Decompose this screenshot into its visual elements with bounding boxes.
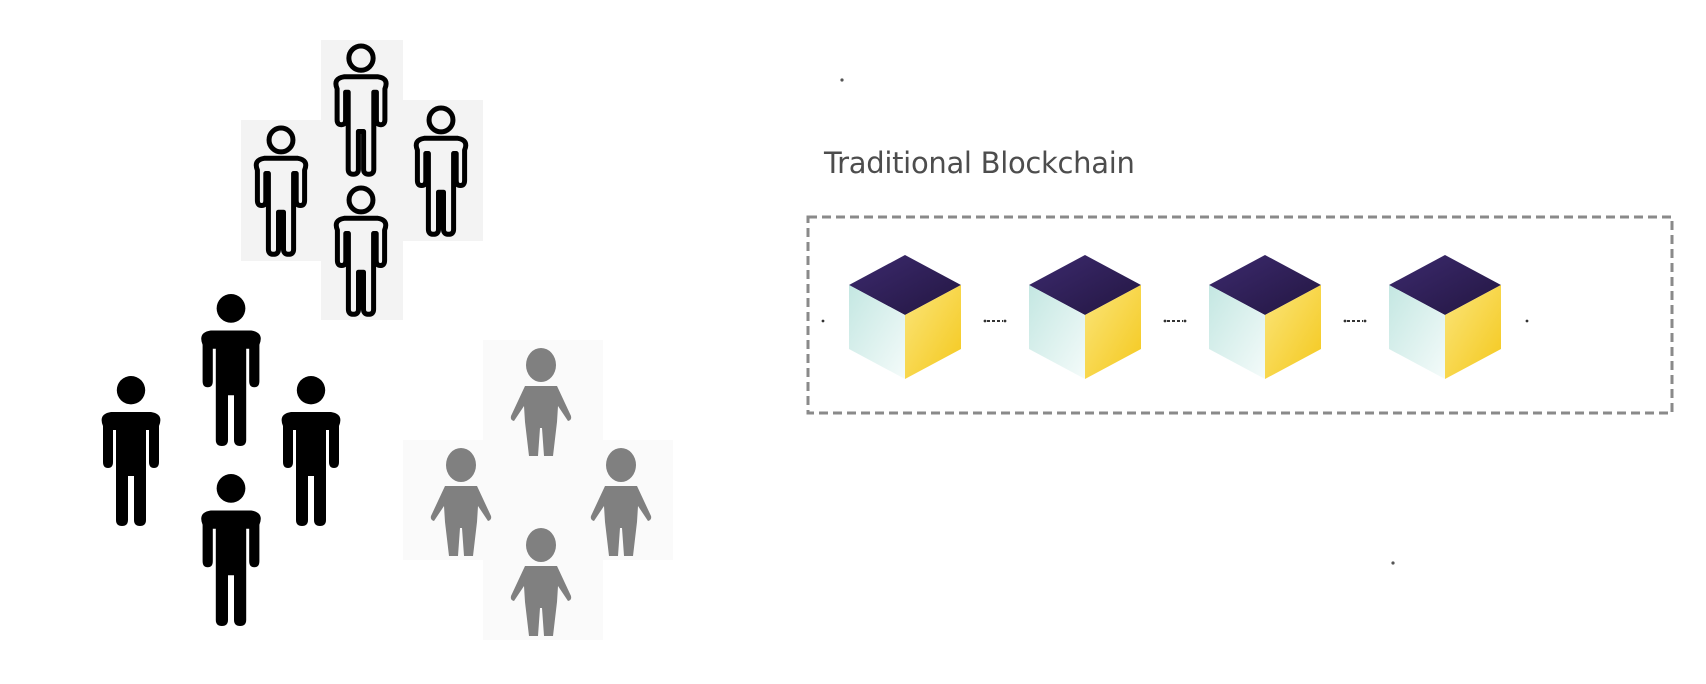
link-end-dot: [821, 319, 825, 323]
solid-person-icon: [101, 376, 161, 526]
stray-dot: [1391, 561, 1395, 565]
solid-people-group: [101, 294, 341, 626]
outline-person-icon: [333, 43, 389, 177]
blockchain-row: [821, 255, 1529, 379]
outline-person-icon: [333, 185, 389, 317]
outline-person-icon: [413, 105, 469, 237]
gray-person-icon: [510, 348, 572, 456]
stray-dot: [840, 78, 844, 82]
solid-person-icon: [201, 474, 261, 626]
gray-people-group: [430, 348, 652, 636]
outline-person-icon: [253, 125, 309, 257]
block-cube-icon: [849, 255, 961, 379]
outline-people-group: [253, 43, 469, 317]
diagram-title: Traditional Blockchain: [824, 146, 1135, 180]
block-link-icon: [983, 319, 1007, 323]
block-cube-icon: [1389, 255, 1501, 379]
block-link-icon: [1343, 319, 1367, 323]
gray-person-icon: [510, 528, 572, 636]
solid-person-icon: [281, 376, 341, 526]
blockchain-frame: [806, 215, 1674, 415]
link-end-dot: [1525, 319, 1529, 323]
gray-person-icon: [430, 448, 492, 556]
block-cube-icon: [1029, 255, 1141, 379]
solid-person-icon: [201, 294, 261, 446]
block-link-icon: [1163, 319, 1187, 323]
block-cube-icon: [1209, 255, 1321, 379]
gray-person-icon: [590, 448, 652, 556]
